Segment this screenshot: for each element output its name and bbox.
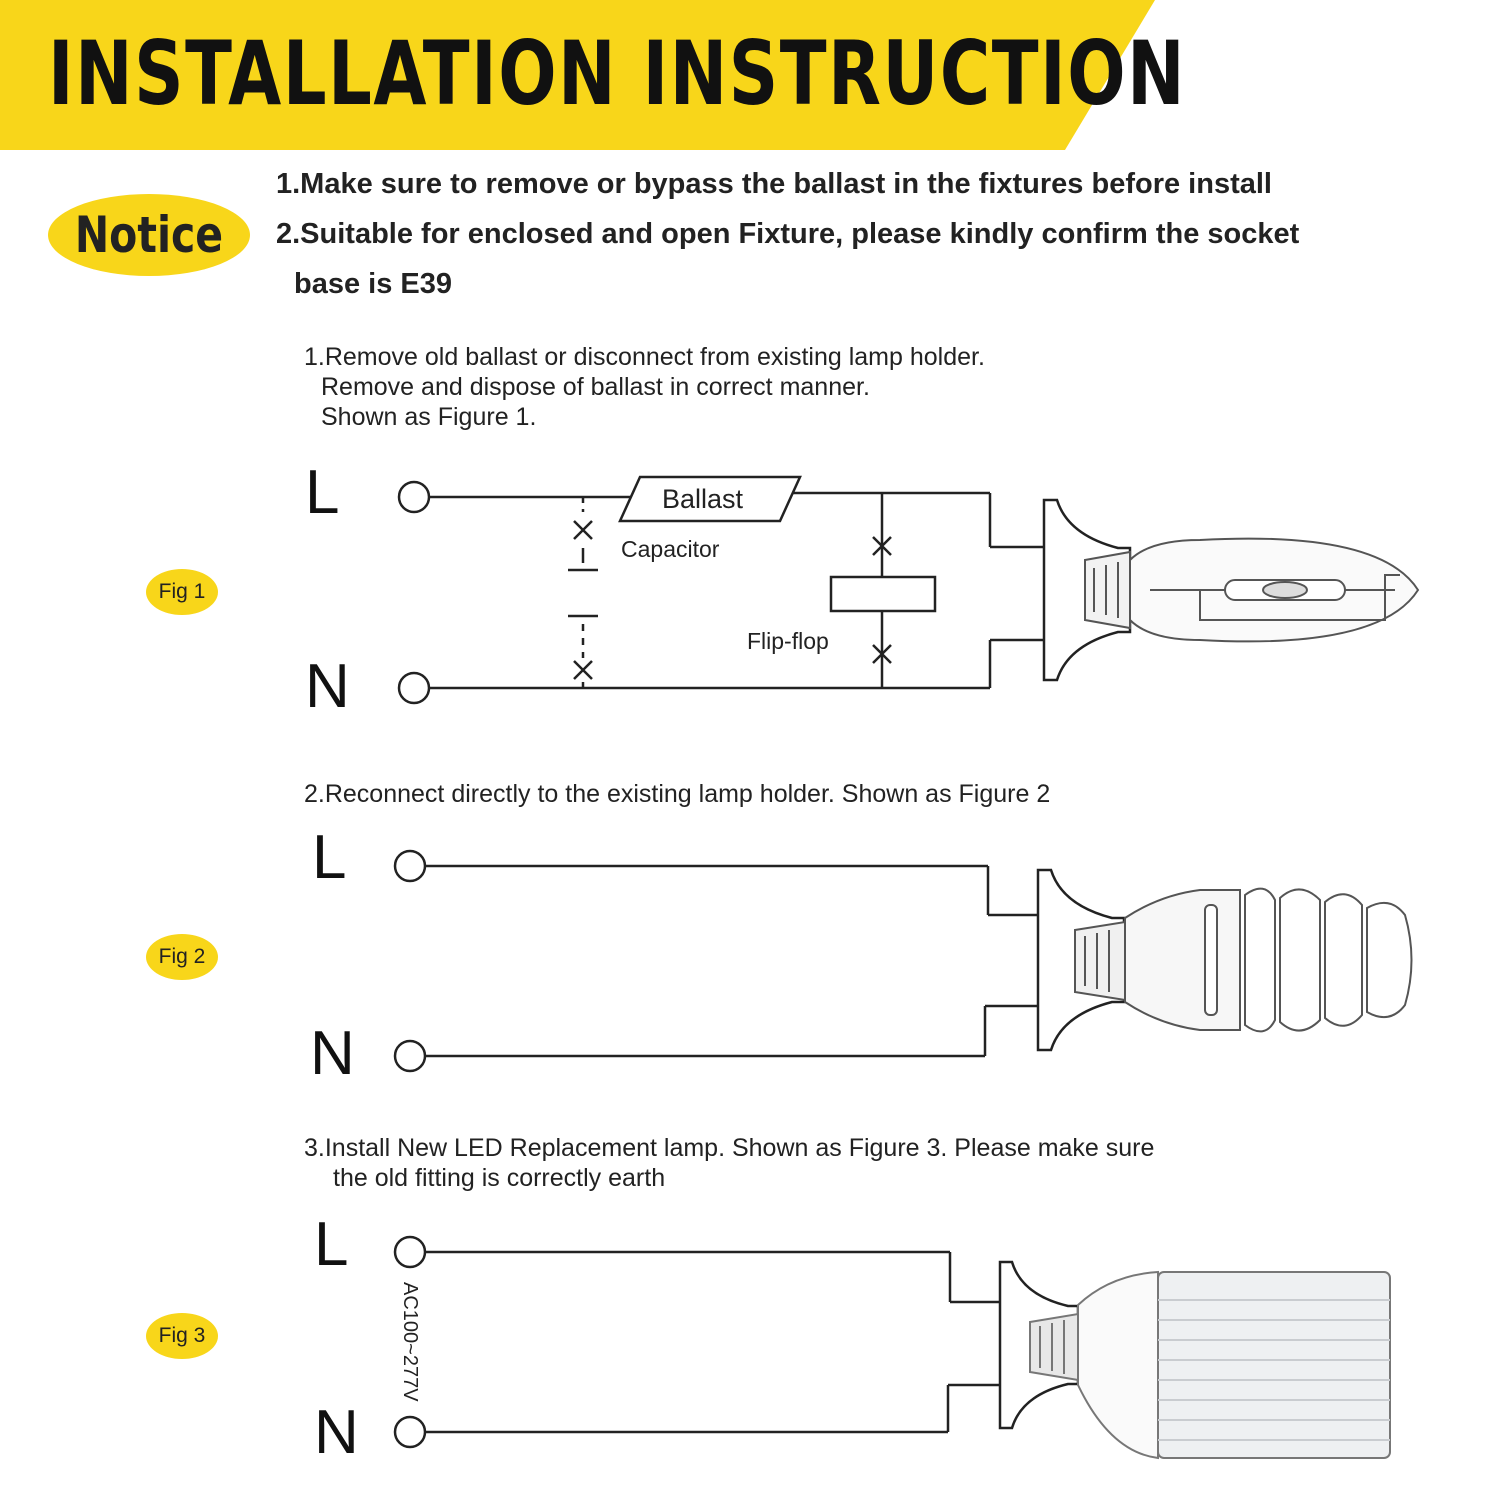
fig1-circuit <box>397 480 1046 705</box>
step1-text-1: 1.Remove old ballast or disconnect from … <box>304 343 985 371</box>
flipflop-label: Flip-flop <box>747 628 829 654</box>
ballast-label: Ballast <box>662 484 744 514</box>
capacitor-x-marks <box>573 520 593 680</box>
page-title: INSTALLATION INSTRUCTION <box>48 22 1187 125</box>
led-corn-bulb-icon <box>1029 1270 1391 1460</box>
flipflop-x-marks <box>872 536 892 664</box>
notice-line-1: 1.Make sure to remove or bypass the ball… <box>276 168 1272 200</box>
fig1-label-n: N <box>305 652 350 721</box>
voltage-label: AC100~277V <box>399 1282 421 1402</box>
notice-line-2: 2.Suitable for enclosed and open Fixture… <box>276 218 1300 250</box>
notice-label: Notice <box>74 206 224 264</box>
step2-text-1: 2.Reconnect directly to the existing lam… <box>304 780 1051 808</box>
fig3-label-l: L <box>314 1210 349 1279</box>
fig2-badge: Fig 2 <box>146 934 218 980</box>
fig1-label-l: L <box>305 458 340 527</box>
header-banner <box>0 0 1155 150</box>
capacitor-label: Capacitor <box>621 536 720 562</box>
fig2-label-l: L <box>312 823 347 892</box>
step3-text-2: the old fitting is correctly earth <box>333 1164 666 1192</box>
metal-halide-bulb-icon <box>1084 537 1420 643</box>
notice-badge <box>48 194 250 276</box>
fig3-circuit <box>393 1235 1000 1449</box>
step3-text-1: 3.Install New LED Replacement lamp. Show… <box>304 1134 1155 1162</box>
spiral-cfl-bulb-icon <box>1074 887 1413 1033</box>
step1-text-3: Shown as Figure 1. <box>321 403 537 431</box>
step1-text-2: Remove and dispose of ballast in correct… <box>321 373 870 401</box>
fig2-circuit <box>393 849 1040 1073</box>
fig2-label-n: N <box>310 1019 355 1088</box>
fig1-badge: Fig 1 <box>146 569 218 615</box>
ballast-box <box>618 475 802 523</box>
fig3-badge: Fig 3 <box>146 1313 218 1359</box>
fig3-label-n: N <box>314 1398 359 1467</box>
notice-line-3: base is E39 <box>294 268 452 300</box>
